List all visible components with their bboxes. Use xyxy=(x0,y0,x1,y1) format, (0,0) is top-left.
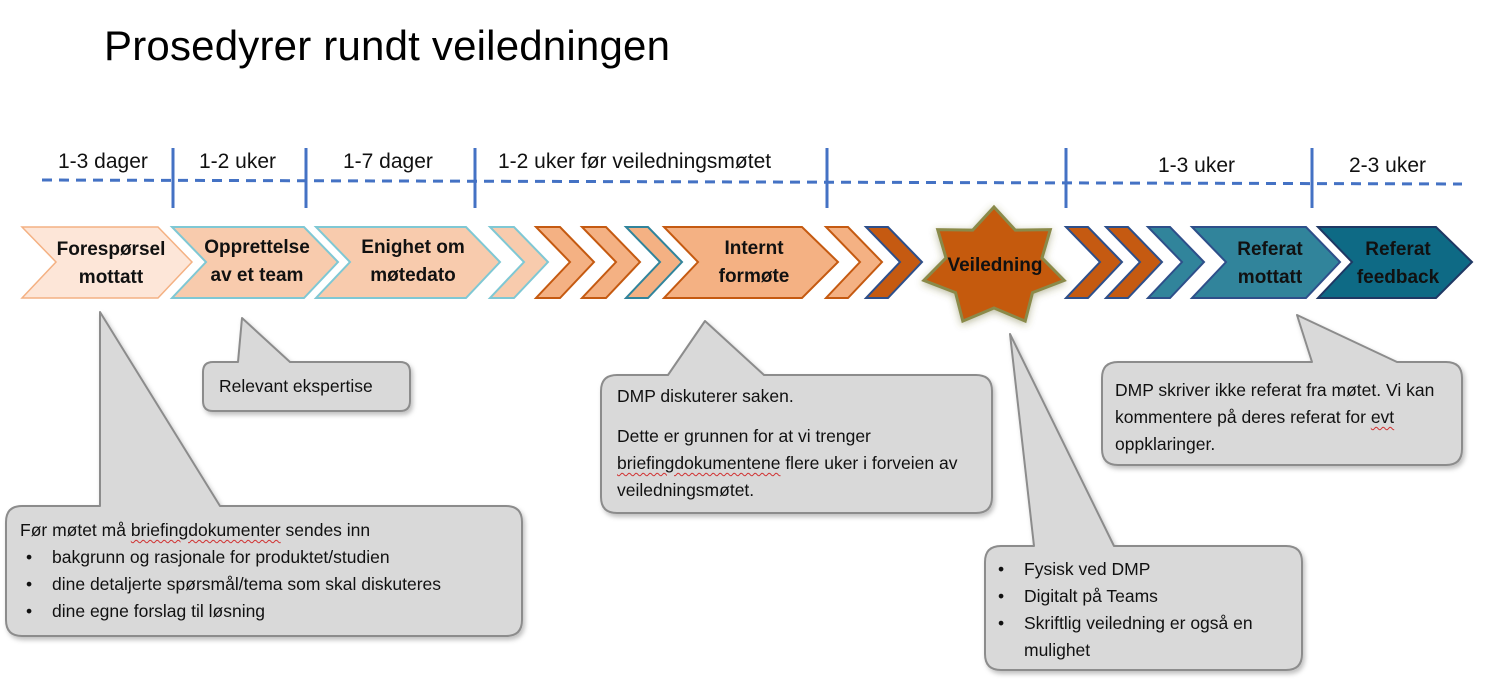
duration-label: 1-2 uker xyxy=(199,150,277,173)
chevron-small xyxy=(1103,226,1164,299)
duration-label: 2-3 uker xyxy=(1349,154,1427,177)
list-item: dine egne forslag til løsning xyxy=(20,598,516,625)
chevron-small xyxy=(487,226,550,299)
list-item: Skriftlig veiledning er også en mulighet xyxy=(992,610,1297,664)
step-line: Referat xyxy=(1365,239,1431,260)
briefing-list: bakgrunn og rasjonale for produktet/stud… xyxy=(20,544,516,625)
callout-intro: Før møtet må briefingdokumenter sendes i… xyxy=(20,517,516,544)
step-line: av et team xyxy=(210,265,304,286)
list-item: bakgrunn og rasjonale for produktet/stud… xyxy=(20,544,516,571)
chevron-opprettelse xyxy=(169,226,340,299)
duration-label: 1-3 dager xyxy=(58,150,148,173)
callout-minutes xyxy=(1101,314,1463,466)
step-line: mottatt xyxy=(1237,267,1303,288)
step-line: Opprettelse xyxy=(204,237,310,258)
chevron-referat-feedback xyxy=(1315,226,1474,299)
text-fragment: Før møtet må xyxy=(20,520,131,540)
step-label-foresporsel: Forespørsel mottatt xyxy=(50,236,172,292)
step-label-enighet: Enighet om møtedato xyxy=(346,234,480,290)
callout-briefing-text: Før møtet må briefingdokumenter sendes i… xyxy=(20,517,516,625)
callout-para: Dette er grunnen for at vi trenger brief… xyxy=(617,423,983,504)
step-line: formøte xyxy=(718,266,790,287)
text-fragment: Dette er grunnen for at vi trenger xyxy=(617,426,871,446)
callout-expertise-text: Relevant ekspertise xyxy=(219,376,373,396)
step-label-veiledning: Veiledning xyxy=(930,252,1060,280)
callout-expertise xyxy=(202,317,411,412)
text-fragment: flere uker i forveien av veiledningsmøte… xyxy=(617,453,958,500)
text-fragment: evt xyxy=(1370,407,1395,427)
callout-minutes-text: DMP skriver ikke referat fra møtet. Vi k… xyxy=(1115,377,1460,458)
step-line: feedback xyxy=(1356,267,1440,288)
callout-meeting-text: Fysisk ved DMP Digitalt på Teams Skriftl… xyxy=(992,556,1297,664)
callout-dmp-text: DMP diskuterer saken. Dette er grunnen f… xyxy=(617,383,983,504)
step-line: Internt xyxy=(724,238,784,259)
page-title: Prosedyrer rundt veiledningen xyxy=(104,22,671,69)
meeting-list: Fysisk ved DMP Digitalt på Teams Skriftl… xyxy=(992,556,1297,664)
chevron-referat-mottatt xyxy=(1189,226,1342,299)
chevron-small xyxy=(823,226,884,299)
duration-label: 1-7 dager xyxy=(343,150,433,173)
chevron-internt xyxy=(661,226,840,299)
step-line: Veiledning xyxy=(947,255,1043,276)
step-label-opprettelse: Opprettelse av et team xyxy=(193,234,321,290)
step-line: Forespørsel xyxy=(56,239,166,260)
duration-label: 1-3 uker xyxy=(1158,154,1236,177)
text-fragment: briefingdokumenter xyxy=(130,520,281,540)
list-item: Fysisk ved DMP xyxy=(992,556,1297,583)
step-label-internt: Internt formøte xyxy=(694,235,814,291)
chevron-small xyxy=(1063,226,1124,299)
text-fragment: oppklaringer. xyxy=(1115,434,1216,454)
chevron-small xyxy=(623,226,684,299)
chevron-small xyxy=(579,226,642,299)
list-item: dine detaljerte spørsmål/tema som skal d… xyxy=(20,571,516,598)
veiledning-star xyxy=(921,204,1067,324)
chevron-small xyxy=(863,226,924,299)
process-chevrons xyxy=(20,226,1474,299)
chevron-small xyxy=(1145,226,1206,299)
step-line: Enighet om xyxy=(361,237,465,258)
duration-label: 1-2 uker før veiledningsmøtet xyxy=(498,150,772,173)
step-line: Referat xyxy=(1237,239,1303,260)
callout-para: DMP diskuterer saken. xyxy=(617,386,794,406)
chevron-foresporsel xyxy=(20,226,194,299)
step-line: møtedato xyxy=(370,265,456,286)
text-fragment: DMP skriver ikke referat fra møtet. Vi k… xyxy=(1115,380,1435,427)
step-line: mottatt xyxy=(78,267,144,288)
text-fragment: sendes inn xyxy=(280,520,371,540)
chevron-small xyxy=(533,226,596,299)
timeline-dashed-line xyxy=(41,178,1463,186)
step-label-referat-mottatt: Referat mottatt xyxy=(1212,236,1328,292)
list-item: Digitalt på Teams xyxy=(992,583,1297,610)
callout-dmp xyxy=(600,320,993,514)
step-label-referat-feedback: Referat feedback xyxy=(1340,236,1456,292)
text-fragment: briefingdokumentene xyxy=(617,453,781,473)
timeline xyxy=(41,148,1463,208)
chevron-enighet xyxy=(313,226,502,299)
